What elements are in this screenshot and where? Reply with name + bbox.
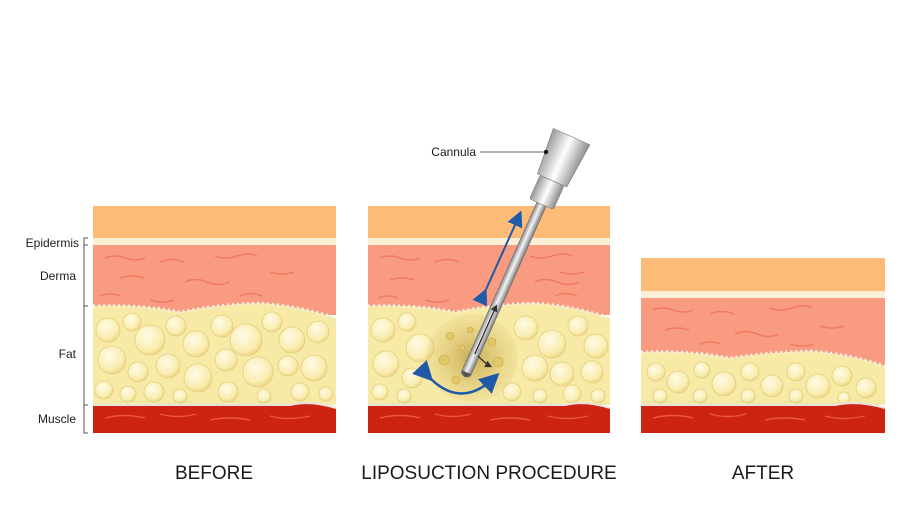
muscle-fibers [104,413,311,421]
muscle-layer [641,403,885,433]
rotation-arrow [477,355,493,368]
epidermis-layer [368,206,610,238]
cannula-callout-dot [543,149,549,155]
in-out-arrow [472,210,523,307]
caption-before: BEFORE [175,463,253,484]
epidermis-base [368,238,610,245]
derma-fibers [99,253,295,303]
layer-brackets [83,237,88,434]
caption-procedure: LIPOSUCTION PROCEDURE [361,463,616,484]
derma-fibers [652,305,845,347]
label-cannula: Cannula [431,145,476,159]
epidermis-base [93,238,336,245]
label-derma: Derma [40,269,76,283]
cannula-handle [537,128,591,188]
fat-cells [94,311,334,404]
panel-before [92,206,337,433]
muscle-fibers [379,413,589,421]
sweep-arrow [412,360,500,395]
epidermis-base [641,291,885,298]
label-epidermis: Epidermis [26,236,79,250]
fat-membrane [367,301,611,320]
fat-cells [646,361,877,405]
panel-after [640,258,886,433]
panel-procedure [367,128,611,433]
muscle-layer [93,403,336,433]
label-fat: Fat [59,347,77,361]
fat-membrane [92,301,337,320]
caption-after: AFTER [732,463,794,484]
epidermis-layer [93,206,336,238]
muscle-layer [368,403,610,433]
fat-membrane [640,349,886,368]
epidermis-layer [641,258,885,291]
derma-fibers [377,253,585,303]
derma-layer [93,245,336,315]
label-muscle: Muscle [38,412,76,426]
muscle-fibers [652,413,866,421]
